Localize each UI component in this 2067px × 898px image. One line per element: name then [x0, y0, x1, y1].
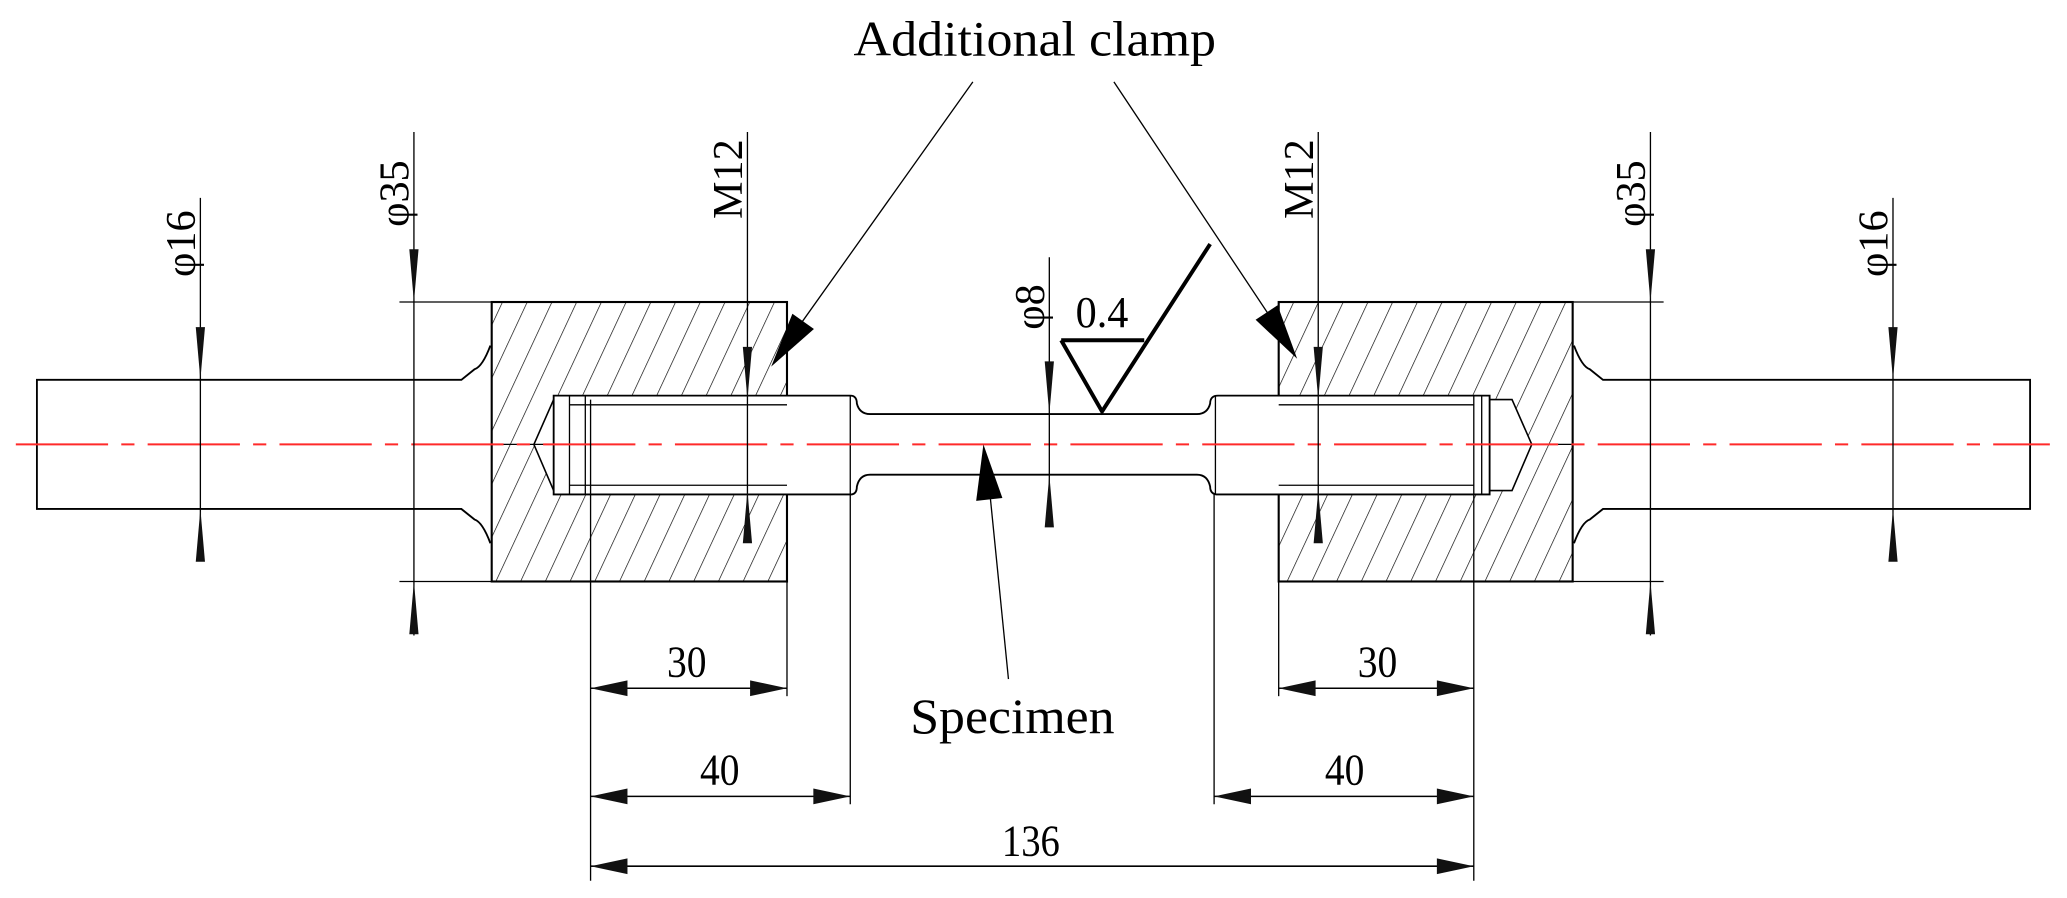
clamp-leader-left [777, 81, 974, 357]
right-30-arrow-left [1278, 680, 1316, 697]
left-phi16-arrow-top [195, 327, 205, 380]
dim-right-30: 30 [1358, 636, 1398, 686]
dim-left-m12: M12 [705, 139, 752, 219]
left-phi35-arrow-bottom [409, 581, 419, 635]
additional-clamp-label: Additional clamp [854, 11, 1217, 67]
right-m12-arrow-top [1313, 346, 1323, 400]
left-m12-arrow-bottom [742, 490, 753, 544]
clamp-leader-left-arrow [771, 313, 814, 367]
dim-left-phi16: φ16 [158, 210, 205, 277]
left-40-arrow-right [813, 788, 851, 805]
dim-right-phi35: φ35 [1608, 160, 1655, 227]
total-136-arrow-left [590, 858, 628, 875]
phi8-arrow-bottom [1044, 474, 1054, 528]
specimen-label: Specimen [910, 688, 1114, 744]
dim-right-40: 40 [1325, 744, 1365, 794]
dim-right-m12: M12 [1276, 139, 1323, 219]
roughness-value: 0.4 [1076, 287, 1129, 337]
left-phi35-arrow-top [409, 249, 419, 303]
right-40-arrow-left [1214, 788, 1252, 805]
right-40-arrow-right [1436, 788, 1474, 805]
clamp-leader-right [1113, 81, 1290, 346]
dim-left-phi35: φ35 [372, 160, 419, 227]
left-30-arrow-left [590, 680, 628, 697]
surface-roughness-symbol [1059, 242, 1212, 416]
geometry [15, 81, 2050, 881]
left-30-arrow-right [750, 680, 787, 697]
dim-right-phi16: φ16 [1851, 210, 1898, 277]
dim-total-136: 136 [1002, 816, 1060, 866]
clamp-leader-right-arrow [1255, 305, 1298, 359]
right-phi35-arrow-bottom [1645, 581, 1656, 635]
left-m12-arrow-top [742, 346, 753, 400]
total-136-arrow-right [1436, 858, 1474, 875]
dim-left-40: 40 [700, 744, 740, 794]
right-30-arrow-right [1436, 680, 1474, 697]
right-m12-arrow-bottom [1313, 490, 1323, 544]
phi8-arrow-top [1044, 361, 1054, 415]
right-phi35-arrow-top [1645, 249, 1656, 303]
dim-left-30: 30 [667, 636, 707, 686]
specimen-leader-arrow [976, 444, 1003, 501]
right-phi16-arrow-bottom [1888, 508, 1898, 562]
left-phi16-arrow-bottom [195, 508, 205, 562]
right-phi16-arrow-top [1888, 327, 1898, 380]
left-40-arrow-left [590, 788, 628, 805]
dim-phi8: φ8 [1007, 284, 1054, 329]
